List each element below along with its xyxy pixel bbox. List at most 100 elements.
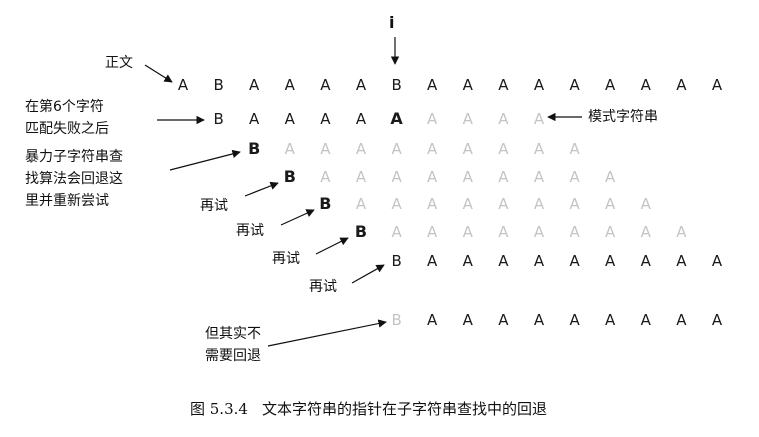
pattern-char: A: [391, 195, 402, 213]
pattern-char: A: [390, 109, 403, 128]
pattern-char: A: [391, 140, 402, 158]
figure-caption: 图 5.3.4 文本字符串的指针在子字符串查找中的回退: [190, 398, 561, 419]
mismatch-label-line-2: 匹配失败之后: [25, 121, 109, 137]
retry-label-3: 再试: [272, 251, 300, 267]
pattern-char: A: [569, 140, 580, 158]
pattern-char: A: [640, 195, 651, 213]
pattern-char: B: [391, 311, 402, 329]
pattern-char: A: [711, 311, 723, 329]
pattern-char: A: [533, 195, 545, 213]
pattern-char: A: [462, 252, 473, 270]
text-char: B: [391, 76, 402, 94]
pattern-char: A: [355, 140, 367, 158]
pattern-char: B: [283, 167, 296, 186]
pattern-char: A: [498, 168, 509, 186]
backup-label-arrow: [169, 149, 241, 171]
pattern-char: A: [533, 168, 545, 186]
pattern-char: A: [711, 252, 723, 270]
text-char: A: [249, 76, 260, 94]
text-char: A: [569, 76, 580, 94]
retry-label-1: 再试: [200, 198, 228, 214]
pattern-char: B: [319, 194, 332, 213]
pattern-char: A: [355, 195, 367, 213]
pattern-char: A: [462, 195, 473, 213]
backup-label: 暴力子字符串查 找算法会回退这 里并重新尝试: [25, 146, 123, 212]
pattern-char: A: [533, 140, 545, 158]
text-label-arrow: [144, 64, 173, 83]
text-char: A: [676, 76, 687, 94]
pattern-label: 模式字符串: [588, 109, 658, 125]
pattern-char: A: [605, 168, 616, 186]
pattern-char: A: [320, 110, 331, 128]
pattern-char: A: [498, 223, 509, 241]
pattern-char: A: [569, 195, 580, 213]
pattern-char: A: [640, 311, 651, 329]
pattern-char: A: [605, 252, 616, 270]
retry-arrow-2: [280, 209, 315, 226]
text-char: A: [605, 76, 616, 94]
pattern-char: B: [391, 252, 402, 270]
pattern-char: A: [605, 195, 616, 213]
pattern-char: A: [427, 110, 438, 128]
pattern-char: B: [248, 139, 261, 158]
retry-arrow-1: [244, 181, 279, 197]
pattern-char: A: [320, 140, 331, 158]
pattern-char: A: [462, 168, 473, 186]
pattern-char: A: [355, 110, 367, 128]
pattern-char: A: [284, 110, 295, 128]
no-backup-label-line-2: 需要回退: [205, 348, 261, 364]
retry-arrow-3: [315, 237, 349, 255]
text-char: A: [355, 76, 367, 94]
pattern-char: A: [569, 223, 580, 241]
retry-arrow-4: [351, 264, 385, 284]
pattern-char: A: [498, 140, 509, 158]
no-backup-label-line-1: 但其实不: [205, 326, 261, 342]
pattern-char: A: [427, 252, 438, 270]
pattern-char: A: [462, 223, 473, 241]
text-char: B: [213, 76, 224, 94]
pattern-char: A: [462, 311, 473, 329]
backup-label-line-1: 暴力子字符串查: [25, 149, 123, 165]
pattern-char: A: [640, 223, 651, 241]
pattern-char: A: [391, 223, 402, 241]
pattern-char: A: [498, 195, 509, 213]
pattern-char: A: [391, 168, 402, 186]
pattern-char: A: [533, 110, 545, 128]
pattern-char: A: [533, 252, 545, 270]
pattern-char: A: [676, 223, 687, 241]
pattern-char: A: [676, 311, 687, 329]
text-label: 正文: [105, 55, 133, 71]
pattern-char: A: [498, 252, 509, 270]
text-char: A: [462, 76, 473, 94]
pattern-char: A: [569, 311, 580, 329]
pattern-char: A: [427, 140, 438, 158]
text-char: A: [498, 76, 509, 94]
pattern-char: A: [427, 223, 438, 241]
text-char: A: [533, 76, 545, 94]
pattern-char: A: [498, 311, 509, 329]
pattern-char: A: [462, 110, 473, 128]
pattern-char: A: [533, 311, 545, 329]
text-char: A: [427, 76, 438, 94]
pattern-char: A: [355, 168, 367, 186]
pattern-char: A: [462, 140, 473, 158]
text-char: A: [711, 76, 723, 94]
no-backup-arrow: [267, 319, 387, 347]
text-char: A: [284, 76, 295, 94]
pattern-char: A: [249, 110, 260, 128]
pattern-char: A: [284, 140, 295, 158]
pattern-char: A: [605, 223, 616, 241]
caption-text: 文本字符串的指针在子字符串查找中的回退: [261, 400, 547, 418]
pattern-char: A: [533, 223, 545, 241]
pattern-char: A: [640, 252, 651, 270]
mismatch-label-line-1: 在第6个字符: [25, 99, 104, 115]
caption-number: 图 5.3.4: [190, 400, 248, 418]
backup-label-line-3: 里并重新尝试: [25, 193, 109, 209]
pattern-char: A: [498, 110, 509, 128]
pointer-label: i: [389, 13, 395, 32]
pattern-char: B: [354, 222, 368, 241]
no-backup-label: 但其实不 需要回退: [205, 323, 261, 367]
backup-label-line-2: 找算法会回退这: [25, 171, 123, 187]
